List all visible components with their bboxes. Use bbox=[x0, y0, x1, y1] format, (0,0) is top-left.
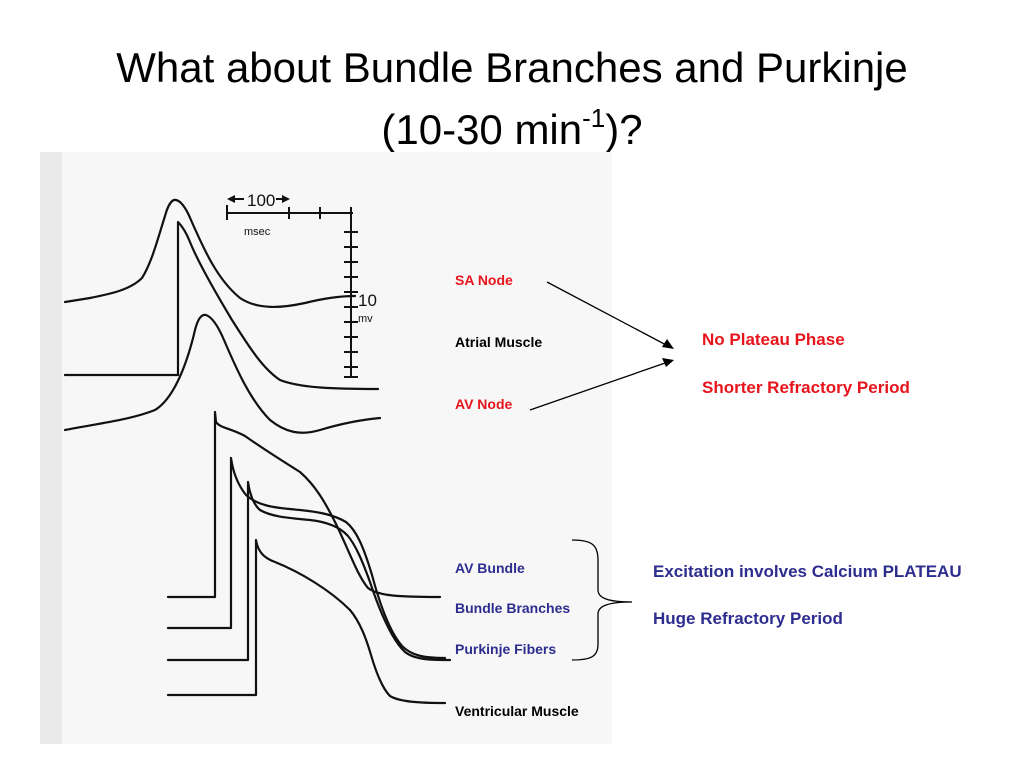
arrow-av-to-no-plateau bbox=[529, 361, 669, 411]
label-bundle-branches: Bundle Branches bbox=[455, 600, 571, 616]
trace-av-node bbox=[63, 313, 382, 434]
title-line-2: (10-30 min-1)? bbox=[0, 94, 1024, 156]
note-shorter-refractory: Shorter Refractory Period bbox=[702, 378, 910, 397]
title-line-1: What about Bundle Branches and Purkinje bbox=[116, 44, 908, 91]
trace-purkinje-fibers bbox=[166, 480, 452, 662]
arrow-sa-to-no-plateau bbox=[546, 281, 669, 347]
note-huge-refractory: Huge Refractory Period bbox=[653, 609, 843, 628]
label-ventricular-muscle: Ventricular Muscle bbox=[455, 703, 579, 719]
note-excitation-calcium: Excitation involves Calcium PLATEAU bbox=[653, 562, 962, 581]
scale-arrow-left bbox=[227, 195, 235, 203]
title-exponent: -1 bbox=[582, 103, 606, 133]
title-line-2-end: )? bbox=[605, 106, 643, 153]
scanned-figure-edge bbox=[40, 152, 62, 744]
title-line-2-main: (10-30 min bbox=[381, 106, 583, 153]
arrowhead-sa bbox=[662, 339, 674, 349]
curly-brace bbox=[571, 539, 633, 661]
label-sa-node: SA Node bbox=[455, 272, 513, 288]
scale-voltage-value: 10 bbox=[358, 291, 377, 310]
trace-ventricular-muscle bbox=[166, 538, 447, 705]
scale-time-unit: msec bbox=[244, 226, 271, 238]
scale-arrow-right bbox=[282, 195, 290, 203]
scale-voltage-unit: mv bbox=[358, 313, 373, 325]
trace-bundle-branches bbox=[166, 456, 447, 660]
trace-atrial-muscle bbox=[63, 220, 380, 391]
trace-sa-node bbox=[63, 198, 357, 309]
scale-time-value: 100 bbox=[247, 191, 275, 210]
scanned-figure-background bbox=[40, 152, 612, 744]
trace-av-bundle bbox=[166, 410, 442, 599]
arrowhead-av bbox=[662, 358, 674, 367]
slide-title: What about Bundle Branches and Purkinje … bbox=[0, 42, 1024, 156]
label-atrial-muscle: Atrial Muscle bbox=[455, 334, 543, 350]
label-av-bundle: AV Bundle bbox=[455, 560, 525, 576]
label-av-node: AV Node bbox=[455, 396, 513, 412]
label-purkinje-fibers: Purkinje Fibers bbox=[455, 641, 557, 657]
note-no-plateau: No Plateau Phase bbox=[702, 330, 845, 349]
